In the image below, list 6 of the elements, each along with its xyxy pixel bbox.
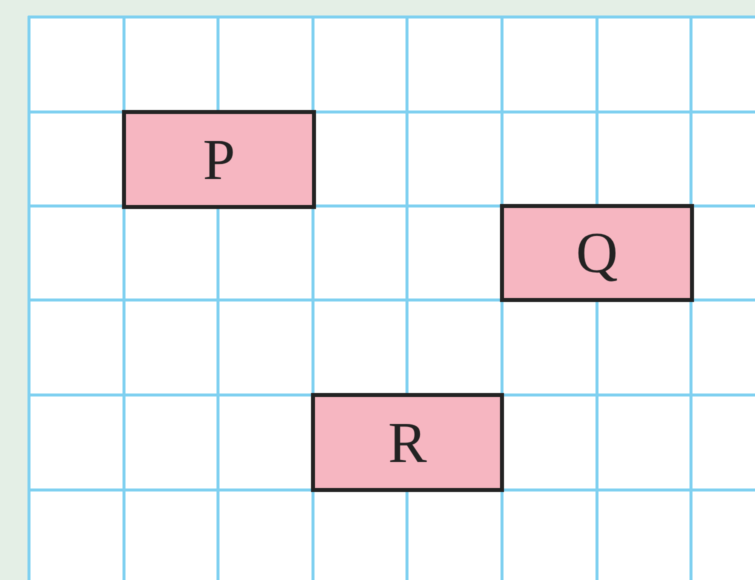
letter-label: R: [388, 414, 427, 472]
letter-label: P: [202, 130, 236, 188]
labeled-rectangle: [122, 110, 316, 209]
letter-label: Q: [576, 224, 618, 282]
labeled-rectangle: [500, 204, 694, 302]
labeled-rectangle: [311, 393, 504, 492]
